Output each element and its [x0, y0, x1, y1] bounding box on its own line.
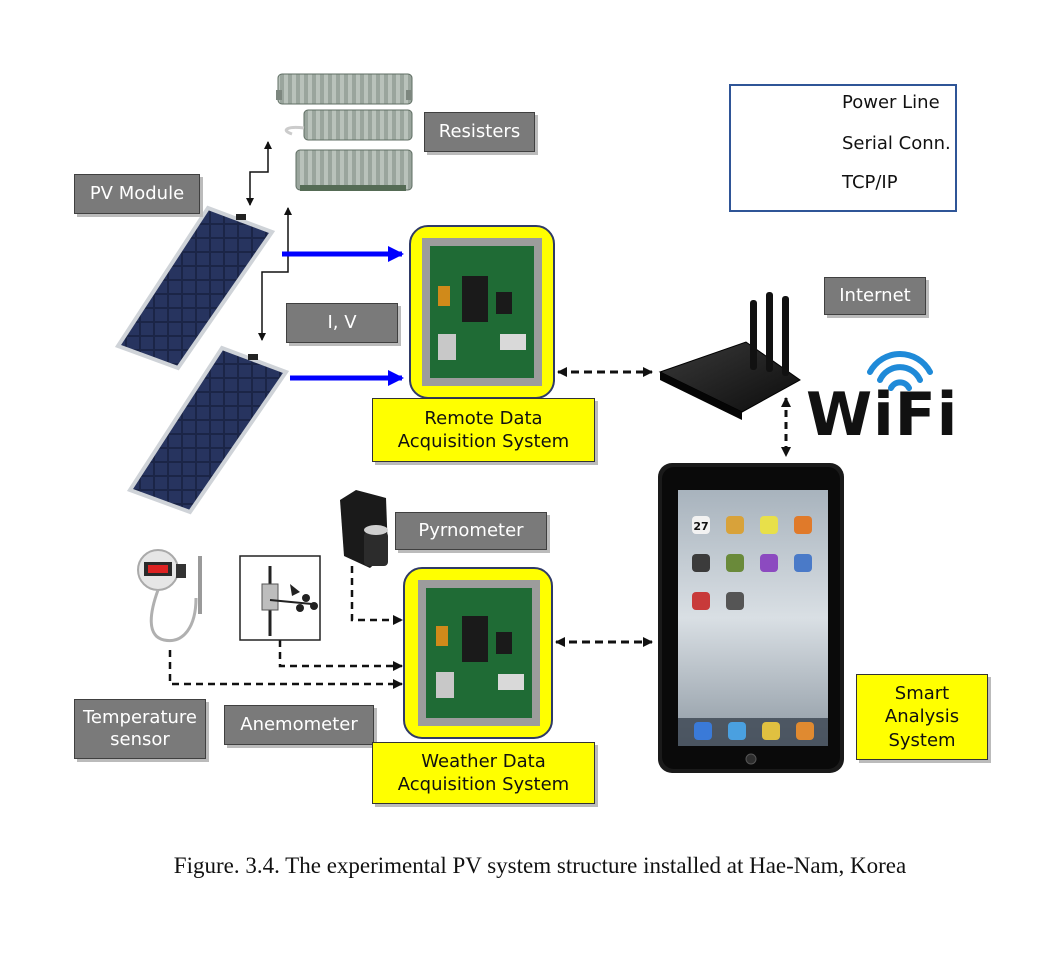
resisters-image [276, 73, 413, 191]
remote-daq-label: Remote Data Acquisition System [372, 398, 595, 462]
remote-daq-label-line2: Acquisition System [397, 431, 570, 452]
tablet-image: 27 [658, 463, 844, 773]
figure-caption: Figure. 3.4. The experimental PV system … [173, 853, 907, 878]
pv-panel-upper [114, 205, 276, 371]
anemometer-label: Anemometer [224, 705, 374, 745]
legend-power-line-label: Power Line [842, 92, 940, 113]
wifi-waves-icon [867, 351, 933, 391]
anemometer-image [239, 555, 321, 641]
pyranometer-image [340, 490, 388, 568]
power-lines [246, 141, 292, 341]
legend-serial-conn-label: Serial Conn. [842, 133, 951, 154]
smart-analysis-label-line1: Smart [894, 682, 950, 704]
pyrnometer-label: Pyrnometer [395, 512, 547, 550]
legend-box [729, 84, 957, 212]
router-image [658, 292, 801, 420]
remote-daq-board [409, 225, 555, 399]
smart-analysis-label-line3: System [888, 729, 956, 751]
weather-daq-board [403, 567, 553, 739]
temperature-sensor-label-line2: sensor [110, 729, 170, 750]
smart-analysis-label: Smart Analysis System [856, 674, 988, 760]
weather-daq-label: Weather Data Acquisition System [372, 742, 595, 804]
tablet-date-icon-text: 27 [693, 520, 708, 533]
temperature-sensor-label: Temperature sensor [74, 699, 206, 759]
weather-daq-label-line1: Weather Data [421, 750, 546, 772]
temperature-sensor-image [137, 549, 202, 643]
temperature-sensor-label-line1: Temperature [82, 706, 198, 728]
tablet-app-icons [692, 516, 814, 740]
pv-panel-lower [126, 345, 290, 515]
sensor-links [168, 566, 403, 689]
internet-label: Internet [824, 277, 926, 315]
resisters-label: Resisters [424, 112, 535, 152]
weather-daq-label-line2: Acquisition System [397, 774, 570, 795]
serial-connections [282, 246, 404, 386]
iv-label: I, V [286, 303, 398, 343]
wifi-logo-text: WiFi [806, 380, 959, 450]
remote-daq-label-line1: Remote Data [424, 407, 543, 429]
smart-analysis-label-line2: Analysis [884, 706, 960, 728]
pv-module-label: PV Module [74, 174, 200, 214]
legend-tcp-ip-label: TCP/IP [842, 172, 898, 193]
